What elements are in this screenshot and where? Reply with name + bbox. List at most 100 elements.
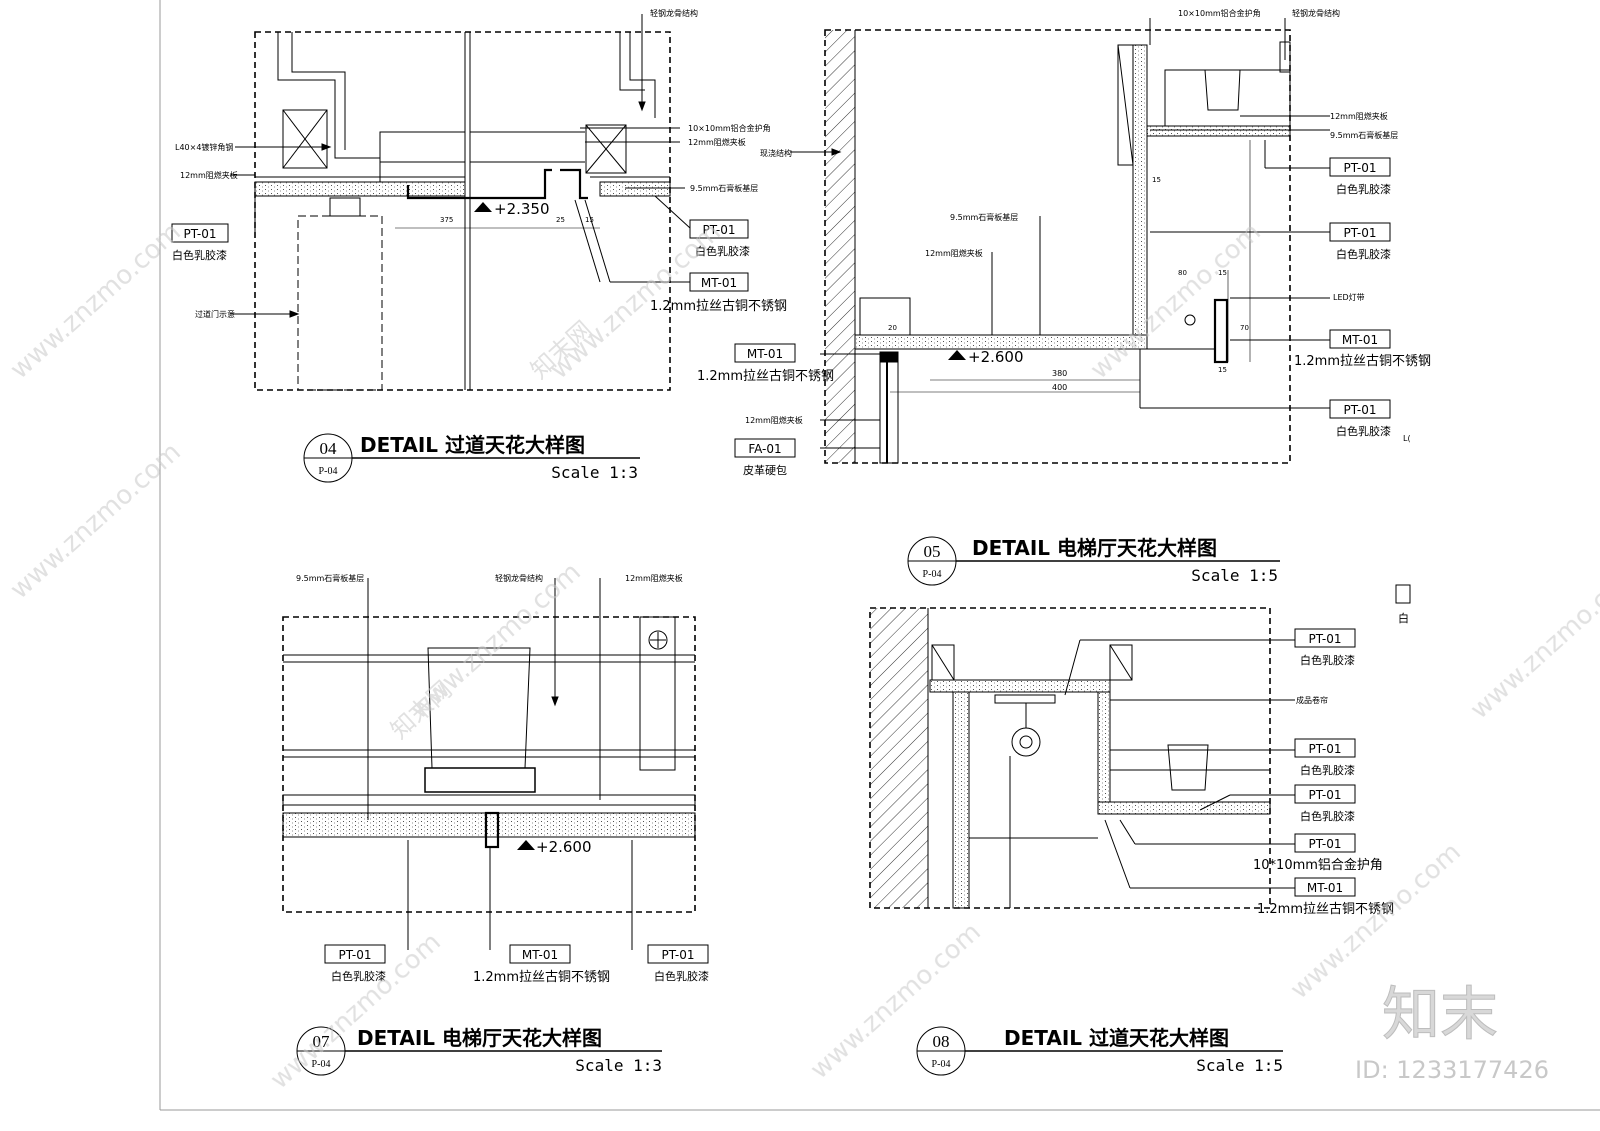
detail-08-boundary [869,607,1271,909]
detail-08-title: DETAIL 过道天花大样图 [1004,1026,1229,1050]
svg-text:PT-01: PT-01 [1308,632,1341,646]
svg-text:白色乳胶漆: 白色乳胶漆 [695,244,750,258]
detail-07-ceiling-board [282,812,696,838]
watermark-diagonal-6: www.znzmo.com [805,917,987,1085]
svg-text:PT-01: PT-01 [1308,742,1341,756]
detail-04-tag-pt01-left: PT-01 白色乳胶漆 [171,223,229,262]
detail-05 [790,18,1330,464]
detail-08-tag-pt01-d: PT-01 10*10mm铝合金护角 [1253,833,1383,873]
svg-text:MT-01: MT-01 [522,948,558,962]
detail-05-number: 05 [924,542,941,561]
detail-04-elevation: +2.350 [494,200,550,218]
detail-08-labels: 成品卷帘 [1296,695,1328,705]
detail-04-note-board12: 12mm阻燃夹板 [180,170,238,180]
detail-07-tag-pt01-right: PT-01 白色乳胶漆 [647,944,709,983]
svg-text:白色乳胶漆: 白色乳胶漆 [1300,809,1355,823]
detail-04-dim-2: 25 [556,216,565,224]
detail-07-elevation: +2.600 [536,838,592,856]
detail-05-note-struct: 现浇结构 [760,148,792,158]
detail-05-note-board12c: 12mm阻燃夹板 [745,415,803,425]
svg-text:PT-01: PT-01 [702,223,735,237]
svg-text:白色乳胶漆: 白色乳胶漆 [1336,424,1391,438]
watermark-diagonal-8: www.znzmo.com [1465,557,1600,725]
detail-07-labels: 9.5mm石膏板基层 轻钢龙骨结构 12mm阻燃夹板 +2.600 [296,573,683,856]
watermark-layer: www.znzmo.com www.znzmo.com www.znzmo.co… [5,217,1600,1095]
detail-05-tag-pt01-c: PT-01 白色乳胶漆 [1329,399,1391,438]
detail-08-concrete-wall [870,608,928,908]
detail-07 [282,578,696,950]
detail-08-note-curtain: 成品卷帘 [1296,695,1328,705]
svg-text:白色乳胶漆: 白色乳胶漆 [1336,247,1391,261]
detail-05-dim-2: 15 [1218,269,1227,277]
svg-text:PT-01: PT-01 [183,227,216,241]
detail-05-note-trim: 10×10mm铝合金护角 [1178,8,1261,18]
svg-text:白色乳胶漆: 白色乳胶漆 [654,969,709,983]
detail-04-note-gypsum: 9.5mm石膏板基层 [690,183,758,193]
detail-04-tags: PT-01 白色乳胶漆 PT-01 白色乳胶漆 MT-01 1.2mm拉丝古铜不… [171,219,787,314]
svg-text:白: 白 [1398,611,1409,625]
detail-05-dim-3: 70 [1240,324,1249,332]
detail-05-dim-5: 380 [1052,369,1067,378]
detail-04-note-top: 轻钢龙骨结构 [650,8,698,18]
detail-08-number: 08 [933,1032,950,1051]
detail-05-concrete-wall [825,30,855,463]
watermark-id: ID: 1233177426 [1355,1056,1549,1084]
detail-05-note-led: LED灯带 [1333,292,1365,302]
detail-04-note-board12r: 12mm阻燃夹板 [688,137,746,147]
detail-04-labels: 轻钢龙骨结构 L40×4镀锌角钢 12mm阻燃夹板 10×10mm铝合金护角 1… [175,8,771,319]
detail-05-dim-6: 400 [1052,383,1067,392]
detail-04-note-trim: 10×10mm铝合金护角 [688,123,771,133]
detail-05-note-cut: L( [1403,434,1411,443]
detail-08-sheet: P-04 [932,1059,951,1070]
detail-04-dim-1: 375 [440,216,453,224]
detail-05-scale: Scale 1:5 [1191,566,1278,585]
svg-text:皮革硬包: 皮革硬包 [743,463,787,477]
detail-04-boundary [254,31,671,391]
detail-07-title-block: 07 P-04 DETAIL 电梯厅天花大样图 Scale 1:3 [296,1026,662,1076]
svg-text:白色乳胶漆: 白色乳胶漆 [1336,182,1391,196]
svg-text:白色乳胶漆: 白色乳胶漆 [1300,763,1355,777]
detail-05-tag-pt01-b: PT-01 白色乳胶漆 [1329,222,1391,261]
svg-text:白色乳胶漆: 白色乳胶漆 [172,248,227,262]
detail-05-elevation: +2.600 [968,348,1024,366]
svg-text:1.2mm拉丝古铜不锈钢: 1.2mm拉丝古铜不锈钢 [1257,902,1394,917]
detail-04-note-door: 过道门示意 [195,309,235,319]
svg-text:白色乳胶漆: 白色乳胶漆 [331,969,386,983]
detail-05-note-gypsum: 9.5mm石膏板基层 [1330,130,1398,140]
detail-08-tag-pt01-a: PT-01 白色乳胶漆 [1294,628,1356,667]
watermark-diagonal-4: www.znzmo.com [5,437,187,605]
detail-05-tags: PT-01 白色乳胶漆 PT-01 白色乳胶漆 MT-01 1.2mm拉丝古铜不… [697,157,1431,477]
watermark-brand-1: 知末网 [385,675,457,744]
svg-text:MT-01: MT-01 [701,276,737,290]
detail-05-dim-1: 80 [1178,269,1187,277]
svg-text:PT-01: PT-01 [1343,161,1376,175]
detail-05-sheet: P-04 [923,569,942,580]
detail-05-dim-7: 20 [888,324,897,332]
detail-04-scale: Scale 1:3 [551,463,638,482]
detail-07-tag-pt01-left: PT-01 白色乳胶漆 [324,944,386,983]
detail-08-tags: PT-01 白色乳胶漆 PT-01 白色乳胶漆 PT-01 白色乳胶漆 PT-0… [1253,628,1394,917]
detail-05-tag-mt01-left: MT-01 1.2mm拉丝古铜不锈钢 [697,343,834,384]
detail-07-note-stud: 轻钢龙骨结构 [495,573,543,583]
detail-04-tag-mt01: MT-01 1.2mm拉丝古铜不锈钢 [650,272,787,314]
svg-text:PT-01: PT-01 [338,948,371,962]
detail-07-note-board12: 12mm阻燃夹板 [625,573,683,583]
detail-08-tag-mt01: MT-01 1.2mm拉丝古铜不锈钢 [1257,877,1394,917]
detail-07-title: DETAIL 电梯厅天花大样图 [357,1026,602,1050]
detail-05-tag-pt01-a: PT-01 白色乳胶漆 [1329,157,1391,196]
detail-05-tag-mt01-right: MT-01 1.2mm拉丝古铜不锈钢 [1294,329,1431,369]
svg-text:1.2mm拉丝古铜不锈钢: 1.2mm拉丝古铜不锈钢 [1294,354,1431,369]
detail-04 [230,14,691,391]
detail-04-number: 04 [320,439,338,458]
detail-05-dim-8: 15 [1152,176,1161,184]
svg-text:1.2mm拉丝古铜不锈钢: 1.2mm拉丝古铜不锈钢 [650,299,787,314]
detail-08-scale: Scale 1:5 [1196,1056,1283,1075]
detail-07-tags: PT-01 白色乳胶漆 MT-01 1.2mm拉丝古铜不锈钢 PT-01 白色乳… [324,944,709,985]
detail-04-board-left [254,181,466,197]
detail-04-sheet: P-04 [319,466,338,477]
svg-text:PT-01: PT-01 [1308,788,1341,802]
detail-04-board-right [599,181,671,197]
watermark-diagonal-1: www.znzmo.com [5,217,187,385]
detail-08-left-board [952,691,970,909]
